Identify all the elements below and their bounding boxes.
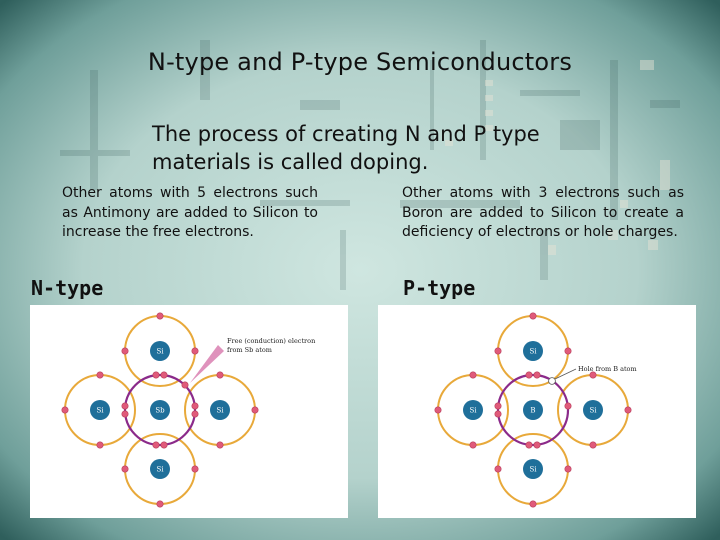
electron — [191, 402, 199, 410]
nucleus-label: Si — [529, 466, 537, 474]
electron — [156, 500, 164, 508]
electron — [121, 465, 129, 473]
annotation-leader — [554, 368, 577, 380]
electron — [529, 500, 537, 508]
electron — [494, 347, 502, 355]
n-type-description: Other atoms with 5 electrons such as Ant… — [62, 185, 318, 240]
electron — [564, 465, 572, 473]
electron — [152, 441, 160, 449]
nucleus-right — [583, 400, 603, 420]
electron — [564, 347, 572, 355]
annotation-text: Free (conduction) electron — [227, 337, 315, 345]
electron — [494, 410, 502, 418]
slide-subtitle: The process of creating N and P type mat… — [152, 122, 540, 174]
orbit-center — [123, 373, 197, 447]
nucleus-label: Si — [469, 407, 477, 415]
electron — [564, 402, 572, 410]
nucleus-left — [90, 400, 110, 420]
nucleus-top — [523, 341, 543, 361]
electron — [160, 441, 168, 449]
electron — [533, 441, 541, 449]
nucleus-bottom — [150, 459, 170, 479]
p-type-label: P-type — [403, 276, 476, 300]
nucleus-label: Si — [156, 348, 164, 356]
electron — [216, 441, 224, 449]
nucleus-right — [210, 400, 230, 420]
nucleus-label: Si — [156, 466, 164, 474]
electron — [251, 406, 259, 414]
nucleus-left — [463, 400, 483, 420]
electron — [61, 406, 69, 414]
p-type-diagram: Si Si B Si Si Hole from B atom — [378, 305, 696, 518]
electron — [589, 371, 597, 379]
nucleus-label: Si — [529, 348, 537, 356]
n-type-label: N-type — [31, 276, 104, 300]
electron — [96, 371, 104, 379]
electron — [216, 371, 224, 379]
electron — [624, 406, 632, 414]
nucleus-top — [150, 341, 170, 361]
nucleus-center — [150, 400, 170, 420]
orbit-center — [496, 373, 570, 447]
free-electron — [181, 381, 189, 389]
p-type-description: Other atoms with 3 electrons such as Bor… — [402, 185, 684, 240]
electron — [525, 371, 533, 379]
electron — [152, 371, 160, 379]
annotation-text: Hole from B atom — [578, 365, 637, 373]
slide-title: N-type and P-type Semiconductors — [147, 48, 573, 76]
electron — [160, 371, 168, 379]
electron — [191, 347, 199, 355]
electron — [525, 441, 533, 449]
nucleus-label: Si — [589, 407, 597, 415]
electron — [121, 402, 129, 410]
electron — [589, 441, 597, 449]
electron — [494, 402, 502, 410]
annotation-text: from Sb atom — [227, 346, 272, 354]
electron — [494, 465, 502, 473]
electron — [191, 465, 199, 473]
nucleus-center — [523, 400, 543, 420]
nucleus-label: Si — [96, 407, 104, 415]
n-type-diagram: Si Si Sb Si Si Free (conduction) electro… — [30, 305, 348, 518]
electron — [469, 371, 477, 379]
nucleus-label: B — [530, 407, 535, 415]
nucleus-bottom — [523, 459, 543, 479]
electron — [96, 441, 104, 449]
electron — [121, 410, 129, 418]
electron — [529, 312, 537, 320]
electron — [121, 347, 129, 355]
nucleus-label: Sb — [155, 407, 165, 415]
electron — [434, 406, 442, 414]
electron — [469, 441, 477, 449]
nucleus-label: Si — [216, 407, 224, 415]
hole — [548, 377, 556, 385]
electron — [191, 410, 199, 418]
electron — [533, 371, 541, 379]
electron — [156, 312, 164, 320]
annotation-arrow — [190, 345, 224, 383]
